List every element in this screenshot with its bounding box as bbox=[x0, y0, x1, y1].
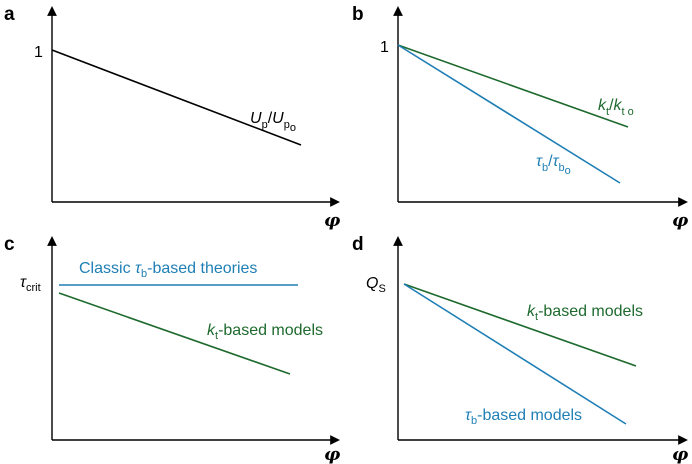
panel-letter-a: a bbox=[4, 4, 15, 25]
panel-letter-d: d bbox=[352, 234, 364, 255]
panel-letter-b: b bbox=[352, 4, 364, 25]
panel-letter-c: c bbox=[4, 234, 15, 255]
label-taub-models-d: τb-based models bbox=[465, 407, 582, 427]
label-kt-models-c: kt-based models bbox=[207, 322, 323, 342]
label-kt-ratio: kt/kt o bbox=[598, 97, 634, 118]
y-tick-b: 1 bbox=[380, 39, 389, 56]
y-label-c: τcrit bbox=[20, 274, 41, 294]
label-classic-taub: Classic τb-based theories bbox=[79, 260, 257, 280]
panel-a: a 1 φ Up/Upo bbox=[4, 4, 341, 231]
line-taub-ratio bbox=[397, 44, 621, 184]
panel-c: c τcrit φ Classic τb-based theories kt-b… bbox=[4, 234, 341, 464]
label-taub-ratio: τb/τbo bbox=[536, 153, 571, 177]
panel-d: d QS φ kt-based models τb-based models bbox=[352, 234, 689, 464]
y-label-d: QS bbox=[366, 275, 386, 295]
line-kt-ratio bbox=[397, 44, 629, 128]
line-up-ratio bbox=[51, 49, 302, 146]
x-axis-label-d: φ bbox=[672, 444, 689, 464]
label-up-ratio: Up/Upo bbox=[250, 110, 296, 134]
x-axis-label-c: φ bbox=[324, 444, 341, 464]
line-kt-models-d bbox=[403, 283, 637, 367]
x-axis-label-b: φ bbox=[672, 210, 689, 231]
label-kt-models-d: kt-based models bbox=[527, 303, 643, 323]
panel-b: b 1 φ kt/kt o τb/τbo bbox=[352, 4, 689, 231]
x-axis-label-a: φ bbox=[324, 210, 341, 231]
line-taub-models-d bbox=[403, 283, 627, 425]
line-kt-models-c bbox=[58, 292, 291, 375]
y-tick-a: 1 bbox=[34, 44, 43, 61]
